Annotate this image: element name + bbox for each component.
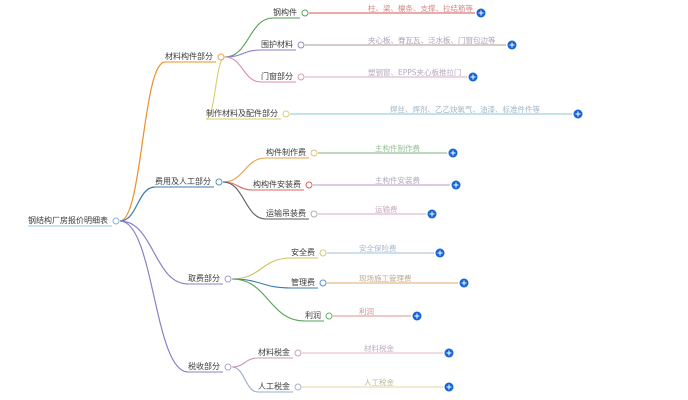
- child-label-materials-3[interactable]: 制作材料及配件部分: [206, 109, 278, 118]
- branch-label-fees[interactable]: 费用及人工部分: [155, 177, 211, 186]
- branch-dot-materials[interactable]: [217, 53, 225, 61]
- leaf-label-materials-0[interactable]: 柱、梁、檩条、支撑、拉结筋等: [368, 4, 473, 13]
- expand-plus-icon-charges-2[interactable]: [412, 311, 422, 321]
- branch-label-charges[interactable]: 取费部分: [188, 274, 220, 283]
- child-label-materials-0[interactable]: 钢构件: [273, 8, 297, 17]
- leaf-label-tax-0[interactable]: 材料税金: [364, 344, 394, 353]
- child-label-fees-1[interactable]: 构构件安装费: [253, 180, 301, 189]
- leaf-label-charges-1[interactable]: 现场施工管理费: [359, 274, 412, 283]
- expand-plus-icon-charges-0[interactable]: [435, 248, 445, 258]
- leaf-label-charges-0[interactable]: 安全保险费: [359, 244, 397, 253]
- child-dot-materials-1[interactable]: [297, 41, 305, 49]
- child-underline-fees-0: [266, 157, 309, 159]
- expand-plus-icon-fees-1[interactable]: [451, 180, 461, 190]
- leaf-label-fees-2[interactable]: 运输费: [375, 205, 398, 214]
- child-underline-tax-0: [258, 357, 293, 359]
- child-underline-fees-1: [253, 189, 304, 191]
- child-dot-charges-1[interactable]: [319, 279, 327, 287]
- branch-underline-tax: [188, 371, 223, 373]
- child-underline-fees-2: [266, 218, 309, 220]
- child-label-materials-2[interactable]: 门窗部分: [261, 72, 293, 81]
- leaf-label-materials-1[interactable]: 夹心板、脊瓦瓦、泛水板、门窗包边等: [368, 36, 496, 45]
- branch-dot-charges[interactable]: [224, 275, 232, 283]
- child-label-fees-2[interactable]: 运输吊装费: [266, 209, 306, 218]
- child-dot-materials-0[interactable]: [301, 9, 309, 17]
- child-dot-tax-0[interactable]: [294, 349, 302, 357]
- expand-plus-icon-fees-2[interactable]: [427, 209, 437, 219]
- leaf-label-fees-0[interactable]: 主构件制作费: [375, 144, 420, 153]
- branch-label-materials[interactable]: 材料构件部分: [165, 52, 213, 61]
- leaf-label-fees-1[interactable]: 主构件安装费: [375, 176, 420, 185]
- child-dot-fees-0[interactable]: [310, 149, 318, 157]
- child-underline-materials-1: [261, 49, 296, 51]
- branch-dot-fees[interactable]: [215, 178, 223, 186]
- root-node-label[interactable]: 钢结构厂房报价明细表: [28, 216, 108, 225]
- expand-plus-icon-fees-0[interactable]: [448, 148, 458, 158]
- leaf-label-charges-2[interactable]: 利润: [359, 307, 374, 316]
- expand-plus-icon-tax-1[interactable]: [444, 382, 454, 392]
- expand-plus-icon-materials-1[interactable]: [507, 40, 517, 50]
- leaf-label-materials-3[interactable]: 焊丝、焊剂、乙乙炔氧气、油漆、标准件件等: [390, 105, 540, 114]
- child-dot-charges-0[interactable]: [319, 249, 327, 257]
- child-dot-charges-2[interactable]: [325, 312, 333, 320]
- branch-underline-materials: [165, 61, 216, 63]
- child-label-charges-1[interactable]: 管理费: [291, 278, 315, 287]
- child-underline-materials-0: [273, 17, 300, 19]
- child-label-materials-1[interactable]: 围护材料: [261, 40, 293, 49]
- leaf-label-tax-1[interactable]: 人工税金: [364, 378, 394, 387]
- child-underline-materials-3: [206, 118, 281, 120]
- expand-plus-icon-materials-0[interactable]: [476, 8, 486, 18]
- root-node-dot[interactable]: [112, 217, 120, 225]
- leaf-label-materials-2[interactable]: 塑钢窗、EPPS夹心板推拉门: [368, 68, 462, 77]
- child-underline-charges-0: [291, 257, 318, 259]
- child-label-fees-0[interactable]: 构件制作费: [266, 148, 306, 157]
- child-underline-charges-1: [291, 287, 318, 289]
- branch-label-tax[interactable]: 税收部分: [188, 362, 220, 371]
- child-label-charges-0[interactable]: 安全费: [291, 248, 315, 257]
- child-dot-tax-1[interactable]: [294, 383, 302, 391]
- expand-plus-icon-materials-2[interactable]: [468, 72, 478, 82]
- child-underline-tax-1: [258, 391, 293, 393]
- child-label-tax-0[interactable]: 材料税金: [258, 348, 290, 357]
- branch-underline-fees: [155, 186, 214, 188]
- branch-dot-tax[interactable]: [224, 363, 232, 371]
- branch-underline-charges: [188, 283, 223, 285]
- child-dot-fees-2[interactable]: [310, 210, 318, 218]
- child-label-tax-1[interactable]: 人工税金: [258, 382, 290, 391]
- child-underline-materials-2: [261, 81, 296, 83]
- expand-plus-icon-charges-1[interactable]: [459, 278, 469, 288]
- child-dot-materials-3[interactable]: [282, 110, 290, 118]
- root-underline: [28, 225, 112, 227]
- child-label-charges-2[interactable]: 利润: [305, 311, 321, 320]
- expand-plus-icon-tax-0[interactable]: [444, 348, 454, 358]
- child-underline-charges-2: [305, 320, 324, 322]
- child-dot-fees-1[interactable]: [305, 181, 313, 189]
- child-dot-materials-2[interactable]: [297, 73, 305, 81]
- expand-plus-icon-materials-3[interactable]: [573, 109, 583, 119]
